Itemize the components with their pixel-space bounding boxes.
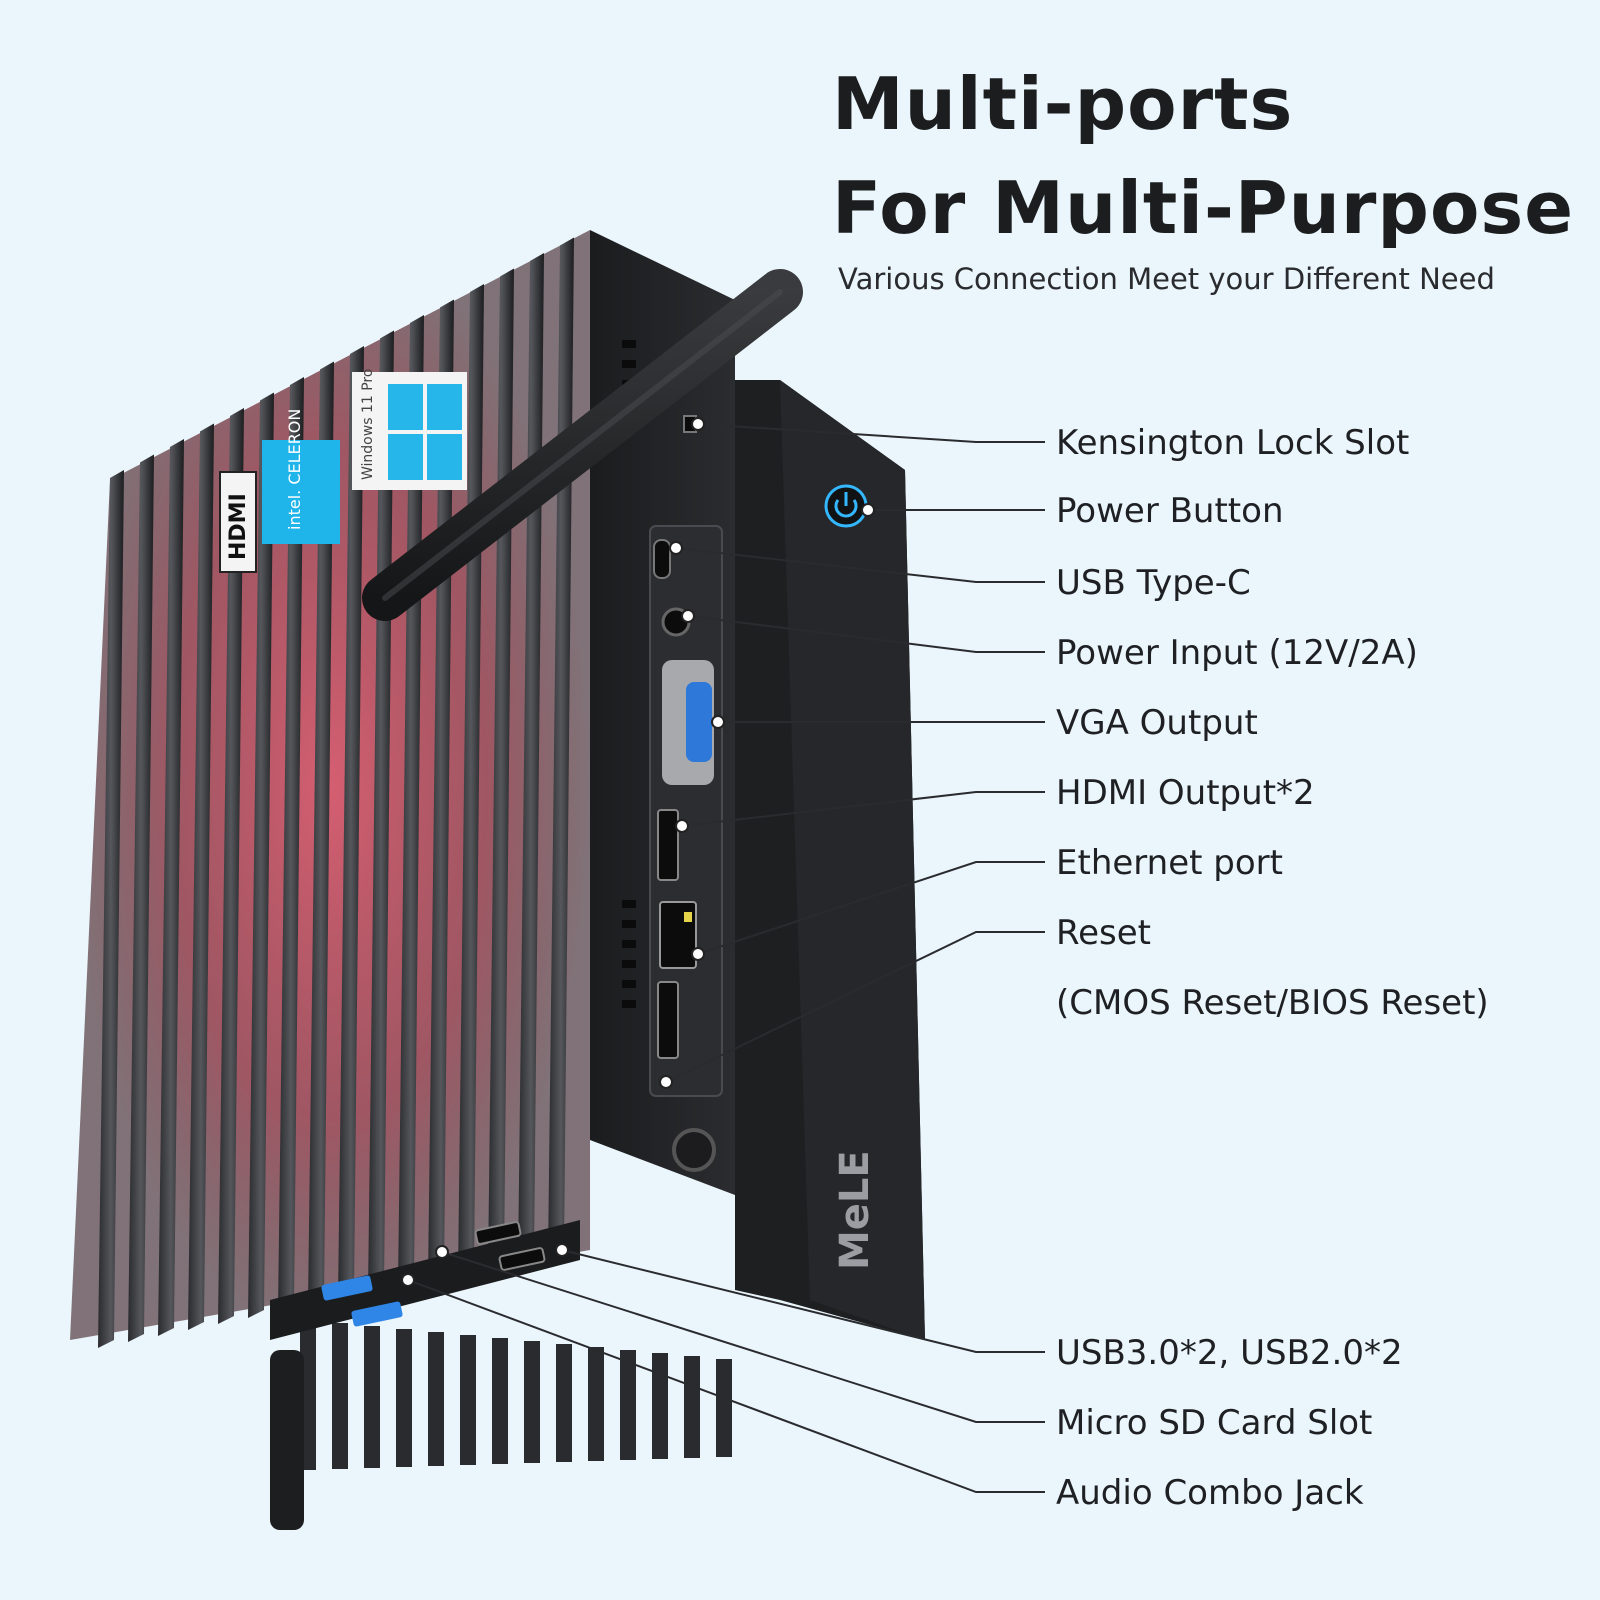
heatsink-fin-lower [684,1356,700,1458]
ethernet-jack [659,901,697,969]
heatsink-fin [188,423,214,1330]
heatsink-fin-lower [396,1329,412,1467]
label-usb-ports: USB3.0*2, USB2.0*2 [1056,1333,1403,1373]
usb2-port-2 [498,1247,546,1271]
label-reset: Reset [1056,913,1151,953]
brand-logo: MeLE [832,1150,878,1270]
wifi-antenna [362,269,803,621]
heatsink-fin [308,361,334,1306]
usb2-port-1 [474,1221,522,1245]
label-power-button: Power Button [1056,491,1284,531]
heatsink-fin [218,408,244,1324]
front-panel: MeLE [735,380,925,1340]
headline-line-2: For Multi-Purpose [832,166,1575,250]
heatsink-fin [548,237,574,1258]
bottom-ports [270,1220,580,1530]
usb3-port-1 [321,1275,373,1301]
heatsink-fin [248,392,274,1318]
vga-port [686,682,712,762]
label-kensington-lock-slot: Kensington Lock Slot [1056,423,1410,463]
heatsink-fin-lower [620,1350,636,1460]
headline-line-1: Multi-ports [832,62,1294,146]
hdmi-port-2 [657,981,679,1059]
heatsink-fin-lower [428,1332,444,1466]
label-vga-output: VGA Output [1056,703,1258,743]
callout-lines [407,423,1045,1493]
heatsink-fin-lower [716,1359,732,1457]
heatsink-fin-lower [364,1326,380,1468]
label-micro-sd-slot: Micro SD Card Slot [1056,1403,1373,1443]
label-hdmi-output: HDMI Output*2 [1056,773,1315,813]
label-usb-type-c: USB Type-C [1056,563,1251,603]
stickers: HDMI intel. CELERON Windows 11 Pro [219,369,467,573]
label-reset-note: (CMOS Reset/BIOS Reset) [1056,983,1489,1023]
heatsink-fin [278,377,304,1312]
subheadline: Various Connection Meet your Different N… [838,262,1495,296]
heatsink-fin [128,454,154,1342]
heatsink-fin-lower [652,1353,668,1459]
svg-text:intel. CELERON: intel. CELERON [285,409,304,530]
svg-text:Windows 11 Pro: Windows 11 Pro [360,369,376,480]
label-audio-combo-jack: Audio Combo Jack [1056,1473,1364,1513]
heatsink-fin-lower [460,1335,476,1465]
svg-text:HDMI: HDMI [226,493,251,560]
heatsink-fin-lower [332,1323,348,1469]
heatsink-fin-lower [588,1347,604,1461]
heatsink-fin-lower [556,1344,572,1462]
hdmi-port-1 [657,809,679,881]
fan-knob-icon [672,1128,716,1172]
heatsink-fin-lower [492,1338,508,1464]
heatsink-fin [158,439,184,1336]
label-ethernet-port: Ethernet port [1056,843,1283,883]
label-power-input: Power Input (12V/2A) [1056,633,1418,673]
heatsink-fin-lower [524,1341,540,1463]
heatsink-fin [98,470,124,1348]
callout-dots [401,417,875,1287]
usb-type-c-port [653,539,671,579]
headline: Multi-ports For Multi-Purpose [832,52,1574,260]
heatsink-fin [338,346,364,1300]
usb3-port-2 [351,1301,403,1327]
